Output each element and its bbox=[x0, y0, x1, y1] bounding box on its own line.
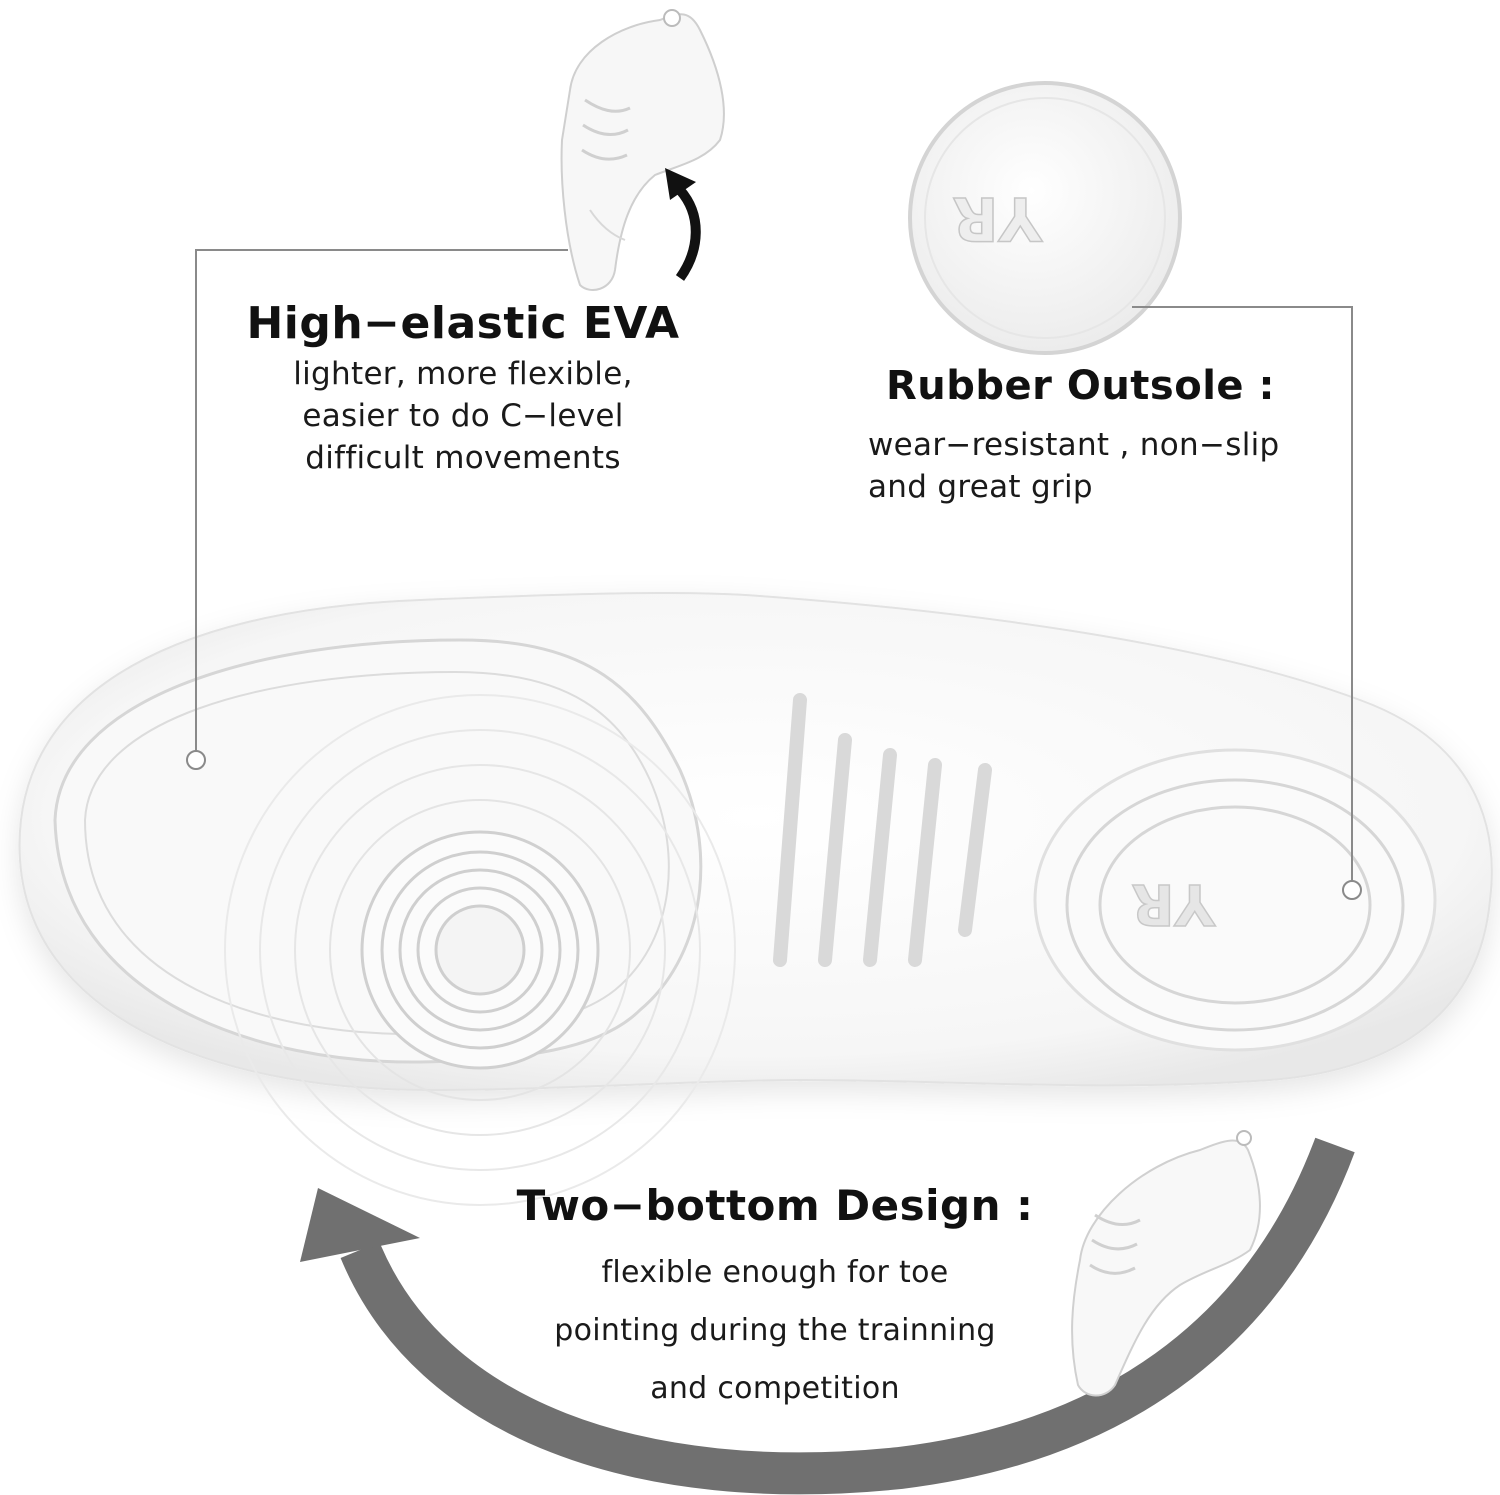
flexed-shoe-bottom-image bbox=[1071, 1130, 1261, 1397]
feature-title: Two−bottom Design : bbox=[516, 1181, 1034, 1230]
outsole-forefoot-pad bbox=[53, 638, 736, 1206]
curved-arrow-icon bbox=[300, 1137, 1355, 1495]
outsole-midfoot-grooves bbox=[773, 693, 992, 967]
feature-title: Rubber Outsole : bbox=[886, 363, 1275, 409]
rubber-callout-line bbox=[1132, 306, 1362, 900]
outsole-zoom-circle: YR bbox=[908, 81, 1182, 355]
feature-description-line: and great grip bbox=[868, 469, 1093, 505]
feature-description-line: difficult movements bbox=[305, 440, 621, 476]
feature-description-line: easier to do C−level bbox=[302, 398, 624, 434]
feature-rubber-outsole: Rubber Outsole : wear−resistant , non−sl… bbox=[868, 360, 1368, 508]
feature-description-line: lighter, more flexible, bbox=[293, 356, 633, 392]
zoom-circle-logo: YR bbox=[952, 183, 1043, 253]
feature-high-elastic-eva: High−elastic EVA lighter, more flexible,… bbox=[228, 295, 698, 479]
curved-arrow-up-icon bbox=[665, 168, 701, 281]
feature-description-line: wear−resistant , non−slip bbox=[868, 427, 1280, 463]
feature-description-line: pointing during the trainning bbox=[554, 1313, 996, 1348]
flexed-shoe-top-image bbox=[560, 9, 725, 291]
feature-title: High−elastic EVA bbox=[246, 298, 680, 349]
feature-two-bottom-design: Two−bottom Design : flexible enough for … bbox=[480, 1178, 1070, 1418]
eva-callout-line bbox=[186, 249, 568, 770]
outsole-logo: YR bbox=[1131, 871, 1216, 936]
feature-description-line: and competition bbox=[650, 1371, 900, 1406]
outsole-heel-pad: YR bbox=[1033, 748, 1437, 1052]
feature-description-line: flexible enough for toe bbox=[601, 1255, 949, 1290]
